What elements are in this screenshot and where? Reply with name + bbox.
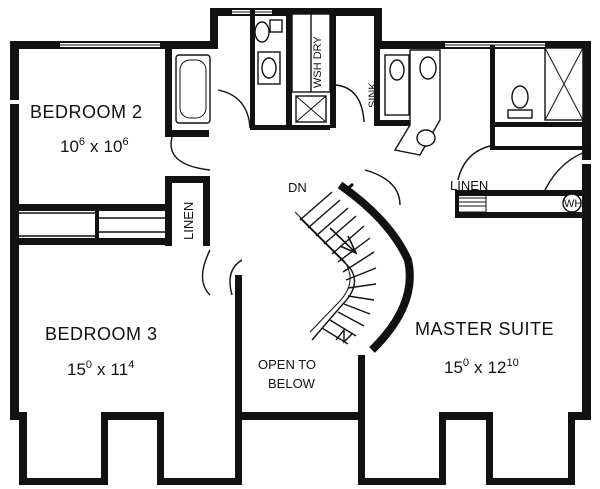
water-heater: WH: [455, 193, 582, 213]
interior-walls: [19, 8, 590, 415]
open-to-below-labels: OPEN TO BELOW: [258, 357, 316, 391]
master-suite-name: MASTER SUITE: [415, 319, 554, 339]
washer-dryer: WSH DRY: [291, 13, 331, 123]
stair-down-label: DN: [288, 180, 307, 195]
wh-label: WH: [564, 198, 582, 210]
stair: [294, 191, 377, 345]
bedroom2-closet: [19, 212, 165, 237]
open-to-below-line2: BELOW: [268, 376, 316, 391]
linen-right-label: LINEN: [450, 178, 488, 193]
door-swings: [170, 136, 591, 296]
open-to-below-line1: OPEN TO: [258, 357, 316, 372]
sink-label: SINK: [367, 82, 379, 108]
stair-curved-wall: [337, 181, 414, 353]
master-bath-fixtures: SINK: [367, 47, 584, 181]
hall-bath-fixtures: [175, 19, 283, 129]
wsh-dry-label: WSH DRY: [312, 36, 324, 88]
linen-left-label: LINEN: [181, 202, 196, 240]
bedroom2-name: BEDROOM 2: [30, 102, 143, 122]
bedroom3-name: BEDROOM 3: [45, 324, 158, 344]
